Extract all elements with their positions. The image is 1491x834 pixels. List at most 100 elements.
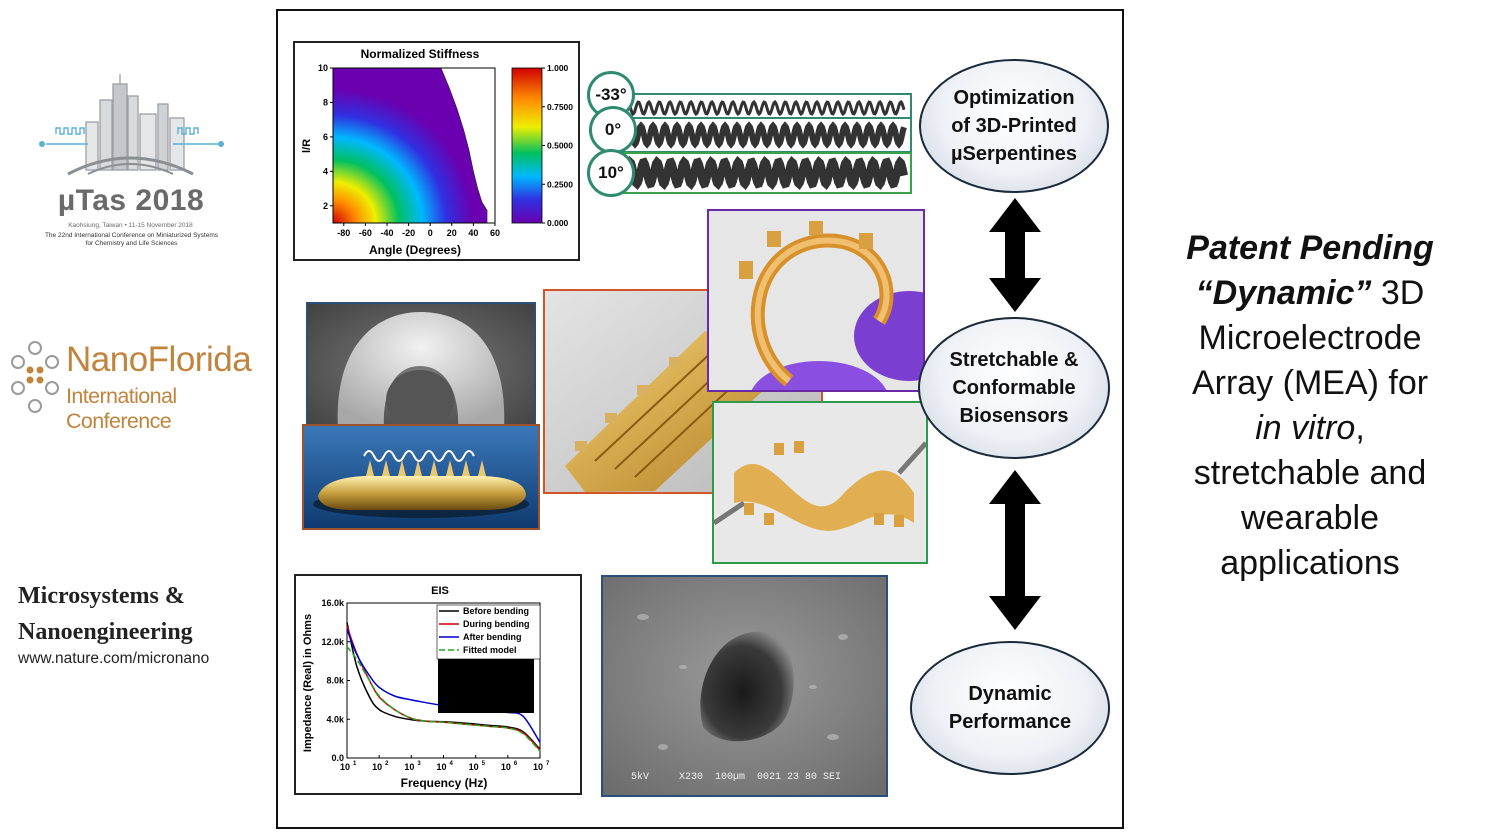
eis-y-label: Impedance (Real) in Ohms	[302, 614, 314, 752]
oval-stretchable: Stretchable & Conformable Biosensors	[918, 317, 1110, 459]
stiffness-y-tick-label: 10	[318, 63, 328, 73]
eis-x-tick-label: 10	[436, 762, 446, 772]
serpentine-row-10	[612, 152, 912, 194]
eis-legend-label: After bending	[463, 632, 522, 642]
patent-pending-description: Patent Pending “Dynamic” 3D Microelectro…	[1130, 226, 1490, 586]
oval-stretchable-line3: Biosensors	[959, 405, 1069, 427]
serpentine-thick-graphic	[616, 156, 908, 190]
eis-x-tick-label: 10	[340, 762, 350, 772]
stiffness-y-tick-label: 8	[323, 97, 328, 107]
oval-optimization: Optimization of 3D-Printed µSerpentines	[919, 59, 1109, 193]
colorbar-tick-label: 0.2500	[547, 179, 573, 189]
eis-chart-title: EIS	[431, 585, 449, 597]
eis-x-tick-exponent: 4	[450, 761, 454, 767]
description-line6: stretchable and	[1193, 454, 1427, 492]
heatmap-axes-box	[332, 67, 496, 224]
eis-x-tick-label: 10	[501, 762, 511, 772]
description-line7: wearable	[1241, 499, 1379, 537]
eis-x-tick-exponent: 1	[353, 761, 357, 767]
stiffness-x-tick-label: -20	[402, 228, 415, 238]
eis-x-tick-exponent: 3	[417, 761, 421, 767]
journal-url[interactable]: www.nature.com/micronano	[18, 650, 210, 667]
mutas-2018-logo: µTas 2018 Kaohsiung, Taiwan • 11-15 Nove…	[28, 74, 233, 264]
mutas-conference-line1: The 22nd International Conference on Min…	[44, 232, 219, 239]
stiffness-y-tick-label: 4	[323, 166, 328, 176]
eis-x-tick-exponent: 6	[514, 761, 518, 767]
oval-optimization-line3: µSerpentines	[950, 143, 1077, 165]
eis-y-tick-label: 8.0k	[326, 676, 345, 686]
serpentine-row-0	[612, 117, 912, 153]
twisted-mea-graphic	[714, 403, 926, 562]
sem-horseshoe-image	[306, 302, 536, 432]
eis-legend-label: Fitted model	[463, 645, 517, 655]
eis-x-label: Frequency (Hz)	[401, 776, 488, 790]
mutas-conference-description: The 22nd International Conference on Min…	[34, 232, 229, 248]
eis-legend-box	[436, 604, 541, 660]
stiffness-x-tick-label: -80	[337, 228, 350, 238]
eis-series-line-3	[346, 646, 541, 752]
colorbar-tick-label: 0.5000	[547, 141, 573, 151]
colorbar-tick-label: 0.000	[547, 218, 569, 228]
oval-stretchable-line2: Conformable	[952, 377, 1076, 399]
patent-heading: Patent Pending	[1186, 229, 1434, 267]
twisted-mea-image	[712, 401, 928, 564]
oval-dynamic-line2: Performance	[948, 711, 1072, 733]
colorbar-tick-label: 1.000	[547, 63, 569, 73]
double-arrow-up-down-icon	[989, 198, 1041, 312]
eis-x-tick-exponent: 5	[482, 761, 486, 767]
stiffness-x-tick-label: 20	[447, 228, 457, 238]
serpentine-thin-graphic	[618, 99, 906, 117]
mutas-title: µTas 2018	[57, 184, 205, 217]
nanoflorida-dots-icon	[11, 341, 59, 413]
sem-electrode-tip-image: 5kV X230 100µm 0021 23 80 SEI	[601, 575, 888, 797]
eis-y-tick-label: 12.0k	[321, 637, 345, 647]
city-skyline-graphic	[39, 74, 224, 176]
stiffness-y-label: l/R	[301, 139, 313, 153]
eis-y-tick-label: 4.0k	[326, 714, 345, 724]
curled-mea-image	[707, 209, 925, 392]
description-line3: Microelectrode	[1198, 319, 1422, 357]
oval-optimization-line2: of 3D-Printed	[951, 115, 1077, 137]
sem-scale-label: 5kV X230 100µm 0021 23 80 SEI	[631, 771, 841, 783]
journal-name: Microsystems & Nanoengineering	[18, 578, 258, 650]
eis-x-tick-exponent: 2	[385, 761, 389, 767]
nanoflorida-name: NanoFlorida	[66, 340, 252, 379]
curled-mea-graphic	[709, 211, 923, 390]
mutas-location: Kaohsiung, Taiwan • 11-15 November 2018	[68, 222, 193, 229]
mutas-conference-line2: for Chemistry and Life Sciences	[85, 240, 178, 247]
oval-dynamic-line1: Dynamic	[968, 683, 1052, 705]
angle-badge-0: 0°	[589, 106, 637, 154]
sem-electrode-tip-graphic: 5kV X230 100µm 0021 23 80 SEI	[603, 577, 886, 795]
eis-x-tick-label: 10	[533, 762, 543, 772]
stiffness-chart-title: Normalized Stiffness	[361, 47, 480, 61]
eis-x-tick-exponent: 7	[546, 761, 550, 767]
serpentine-medium-graphic	[617, 121, 907, 149]
eis-legend-label: During bending	[463, 619, 530, 629]
eis-redacted-inset	[438, 659, 534, 713]
journal-credit: Microsystems & Nanoengineering www.natur…	[18, 578, 258, 668]
stiffness-colorbar	[511, 67, 543, 224]
stiffness-x-label: Angle (Degrees)	[369, 243, 461, 257]
stiffness-x-tick-label: 60	[490, 228, 500, 238]
sem-horseshoe-graphic	[308, 304, 534, 430]
stiffness-x-tick-label: -40	[380, 228, 393, 238]
description-line4: Array (MEA) for	[1191, 364, 1429, 402]
stiffness-x-tick-label: 40	[468, 228, 478, 238]
eis-y-tick-label: 0.0	[331, 753, 344, 763]
oval-stretchable-line1: Stretchable &	[949, 349, 1079, 371]
description-line2-rest: 3D	[1371, 274, 1425, 312]
eis-x-tick-label: 10	[404, 762, 414, 772]
printed-mea-device-image	[302, 424, 540, 530]
eis-legend-label: Before bending	[463, 606, 529, 616]
nanoflorida-logo: NanoFlorida International Conference	[8, 336, 268, 433]
journal-name-line1: Microsystems &	[18, 583, 185, 609]
